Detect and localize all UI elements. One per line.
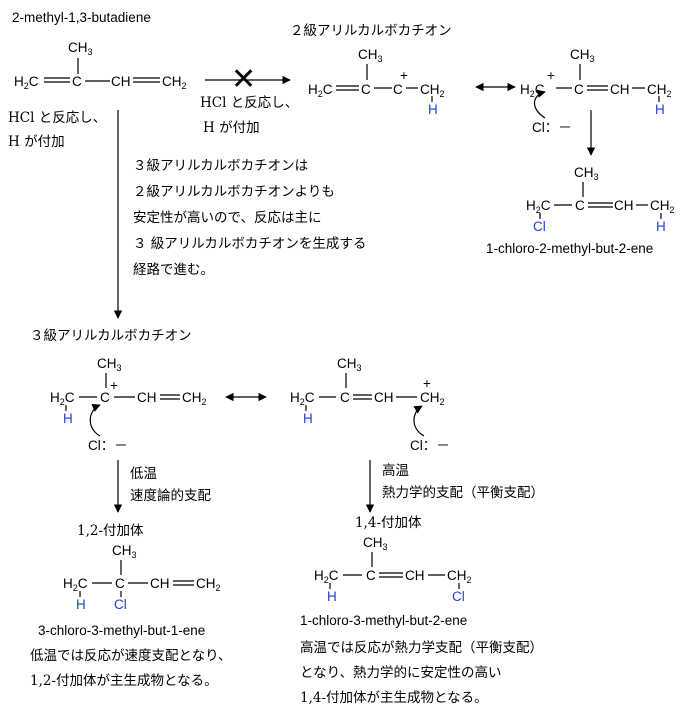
add14-label: 1,4-付加体 — [355, 515, 422, 531]
svg-text:H: H — [656, 219, 666, 234]
secondary-product-name: 1-chloro-2-methyl-but-2-ene — [486, 241, 653, 256]
svg-text:CH3: CH3 — [363, 535, 388, 552]
secondary-cation-resonance-1: CH3 H2C C C + CH2 H — [308, 47, 445, 117]
svg-text:H: H — [76, 597, 86, 612]
high-temp-label: 高温 — [382, 462, 409, 479]
svg-text:+: + — [110, 378, 118, 393]
svg-text:CH3: CH3 — [68, 40, 93, 57]
kinetic-control-label: 速度論的支配 — [130, 488, 211, 504]
svg-text:CH2: CH2 — [420, 82, 445, 99]
svg-text:CH2: CH2 — [196, 576, 221, 593]
conclusion-left-1: 低温では反応が速度支配となり、 — [30, 648, 232, 664]
svg-text:CH2: CH2 — [182, 390, 207, 407]
secondary-product: CH3 H2C Cl C CH CH2 H — [526, 165, 675, 234]
conclusion-right-2: となり、熱力学的に安定性の高い — [300, 664, 502, 681]
svg-text:+: + — [547, 68, 555, 83]
svg-text:CH2: CH2 — [647, 82, 672, 99]
svg-text:CH3: CH3 — [574, 165, 599, 182]
svg-text:CH2: CH2 — [162, 74, 187, 91]
svg-text:H: H — [428, 102, 438, 117]
svg-text:CH: CH — [150, 576, 170, 591]
stability-note-2: ２級アリルカルボカチオンよりも — [133, 184, 335, 200]
svg-text:+: + — [423, 376, 431, 391]
svg-text:C: C — [393, 82, 403, 97]
add12-label: 1,2-付加体 — [77, 523, 144, 539]
product-12-name: 3-chloro-3-methyl-but-1-ene — [38, 623, 205, 638]
svg-text:CH2: CH2 — [650, 198, 675, 215]
svg-text:H2C: H2C — [526, 198, 551, 215]
svg-text:Cl: Cl — [533, 219, 546, 234]
svg-text:C: C — [366, 568, 376, 583]
svg-text:CH3: CH3 — [570, 47, 595, 64]
blocked-condition-2: H が付加 — [203, 120, 260, 136]
svg-text:CH2: CH2 — [420, 390, 445, 407]
start-molecule: CH3 H2C C CH CH2 — [14, 40, 187, 91]
tertiary-cation-title: ３級アリルカルボカチオン — [30, 328, 192, 344]
secondary-cation-title: ２級アリルカルボカチオン — [290, 23, 452, 39]
svg-text:CH: CH — [374, 390, 394, 405]
svg-text:+: + — [400, 68, 408, 83]
svg-text:CH: CH — [610, 82, 630, 97]
svg-text:CH2: CH2 — [447, 568, 472, 585]
svg-text:CH: CH — [111, 74, 131, 89]
svg-text:CH3: CH3 — [337, 356, 362, 373]
svg-text:H2C: H2C — [14, 74, 39, 91]
svg-text:H2C: H2C — [308, 82, 333, 99]
svg-text:CH3: CH3 — [97, 356, 122, 373]
svg-text:CH: CH — [405, 568, 425, 583]
svg-text:C: C — [575, 198, 585, 213]
svg-text:C: C — [574, 82, 584, 97]
svg-text:H: H — [655, 102, 665, 117]
svg-text:CH: CH — [137, 390, 157, 405]
svg-text:H: H — [303, 411, 313, 426]
product-14: CH3 H2C H C CH CH2 Cl — [314, 535, 472, 604]
secondary-cation-resonance-2: CH3 H2C + C CH CH2 H Cl：－ — [520, 47, 672, 135]
conclusion-right-1: 高温では反応が熱力学支配（平衡支配） — [300, 639, 543, 656]
blocked-condition-1: HCl と反応し、 — [200, 95, 298, 111]
cross-icon: ✕ — [231, 62, 256, 97]
svg-text:Cl：－: Cl：－ — [532, 120, 572, 135]
svg-text:C: C — [340, 390, 350, 405]
main-condition-2: H が付加 — [8, 134, 65, 150]
svg-text:C: C — [72, 74, 82, 89]
svg-text:H2C: H2C — [520, 82, 545, 99]
svg-text:H2C: H2C — [290, 390, 315, 407]
svg-text:C: C — [100, 390, 110, 405]
stability-note-3: 安定性が高いので、反応は主に — [133, 209, 321, 226]
svg-text:Cl: Cl — [114, 597, 127, 612]
svg-text:C: C — [115, 576, 125, 591]
conclusion-left-2: 1,2-付加体が主生成物となる。 — [30, 673, 218, 689]
svg-text:Cl：－: Cl：－ — [88, 438, 128, 453]
tertiary-cation-resonance-2: CH3 H2C H C CH CH2 + Cl：－ — [290, 356, 450, 453]
product-12: CH3 H2C H C Cl CH CH2 — [63, 543, 221, 612]
conclusion-right-3: 1,4-付加体が主生成物となる。 — [300, 690, 488, 706]
svg-text:Cl: Cl — [452, 589, 465, 604]
start-name: 2-methyl-1,3-butadiene — [12, 10, 151, 25]
svg-text:H: H — [327, 589, 337, 604]
thermo-control-label: 熱力学的支配（平衡支配） — [382, 485, 544, 501]
svg-text:CH3: CH3 — [358, 47, 383, 64]
product-14-name: 1-chloro-3-methyl-but-2-ene — [300, 613, 467, 628]
stability-note-1: ３級アリルカルボカチオンは — [133, 158, 308, 174]
svg-text:H2C: H2C — [63, 576, 88, 593]
svg-text:H2C: H2C — [50, 390, 75, 407]
svg-text:H: H — [63, 411, 73, 426]
svg-text:H2C: H2C — [314, 568, 339, 585]
svg-text:C: C — [361, 82, 371, 97]
svg-text:CH: CH — [614, 198, 634, 213]
svg-text:CH3: CH3 — [112, 543, 137, 560]
stability-note-4: ３ 級アリルカルボカチオンを生成する — [133, 236, 366, 252]
low-temp-label: 低温 — [130, 466, 157, 482]
main-condition-1: HCl と反応し、 — [8, 110, 106, 126]
stability-note-5: 経路で進む。 — [133, 262, 214, 278]
tertiary-cation-resonance-1: CH3 H2C H C + CH CH2 Cl：－ — [50, 356, 207, 453]
svg-text:Cl：－: Cl：－ — [410, 438, 450, 453]
